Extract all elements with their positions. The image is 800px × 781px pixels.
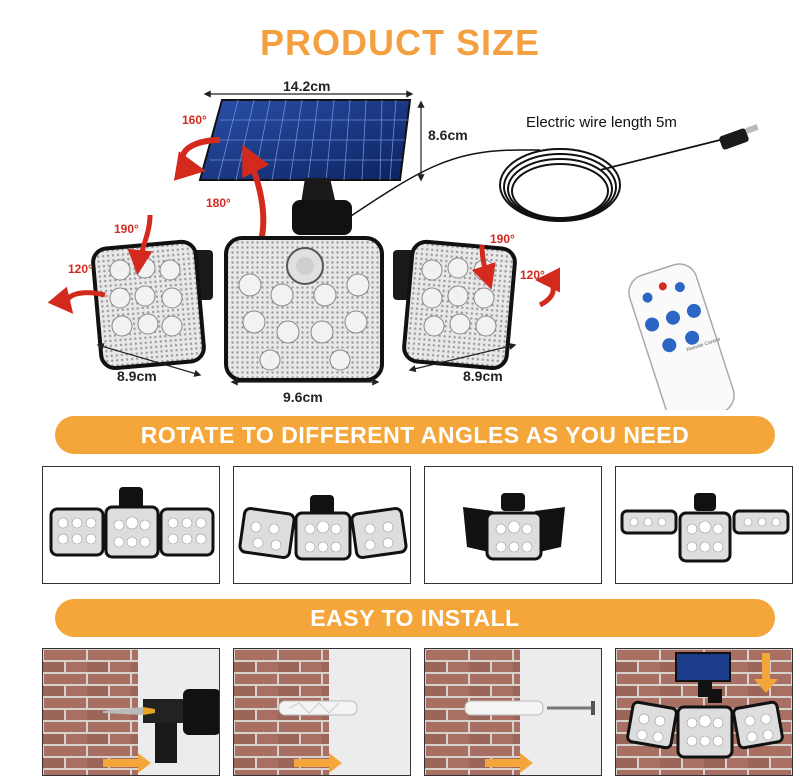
install-step-mount — [615, 648, 793, 776]
product-diagram — [47, 90, 759, 410]
panel-height-label: 8.6cm — [428, 127, 468, 143]
left-light-head — [91, 239, 213, 371]
remote-control-icon — [628, 263, 735, 410]
rotate-arrow-icon — [242, 144, 270, 246]
angle-label: 190° — [490, 232, 515, 246]
panel-width-label: 14.2cm — [283, 78, 331, 94]
arrow-left-icon — [485, 753, 533, 773]
angle-label: 120° — [520, 268, 545, 282]
rotate-image-3 — [424, 466, 602, 584]
rotate-image-2 — [233, 466, 411, 584]
install-step-drill — [42, 648, 220, 776]
install-banner: EASY TO INSTALL — [55, 599, 775, 637]
rotate-arrow-icon — [127, 214, 153, 275]
left-head-width-label: 8.9cm — [117, 368, 157, 384]
page-title: PRODUCT SIZE — [259, 22, 540, 63]
wire-length-label: Electric wire length 5m — [526, 114, 677, 131]
install-step-anchor — [233, 648, 411, 776]
rotate-image-4 — [615, 466, 793, 584]
rotate-arrow-icon — [47, 286, 106, 314]
angle-label: 190° — [114, 222, 139, 236]
arrow-down-icon — [754, 653, 778, 693]
right-light-head — [393, 239, 517, 371]
install-step-screw — [424, 648, 602, 776]
center-light-head — [224, 236, 384, 382]
rotate-banner: ROTATE TO DIFFERENT ANGLES AS YOU NEED — [55, 416, 775, 454]
solar-panel — [198, 99, 412, 181]
rotate-image-1 — [42, 466, 220, 584]
angle-label: 180° — [206, 196, 231, 210]
angle-label: 120° — [68, 262, 93, 276]
arrow-left-icon — [103, 753, 151, 773]
rotate-arrow-icon — [471, 244, 496, 290]
arrow-left-icon — [294, 753, 342, 773]
rotate-arrow-icon — [535, 267, 561, 308]
right-head-width-label: 8.9cm — [463, 368, 503, 384]
center-head-width-label: 9.6cm — [283, 389, 323, 405]
angle-label: 160° — [182, 113, 207, 127]
rotate-arrow-icon — [173, 137, 221, 181]
